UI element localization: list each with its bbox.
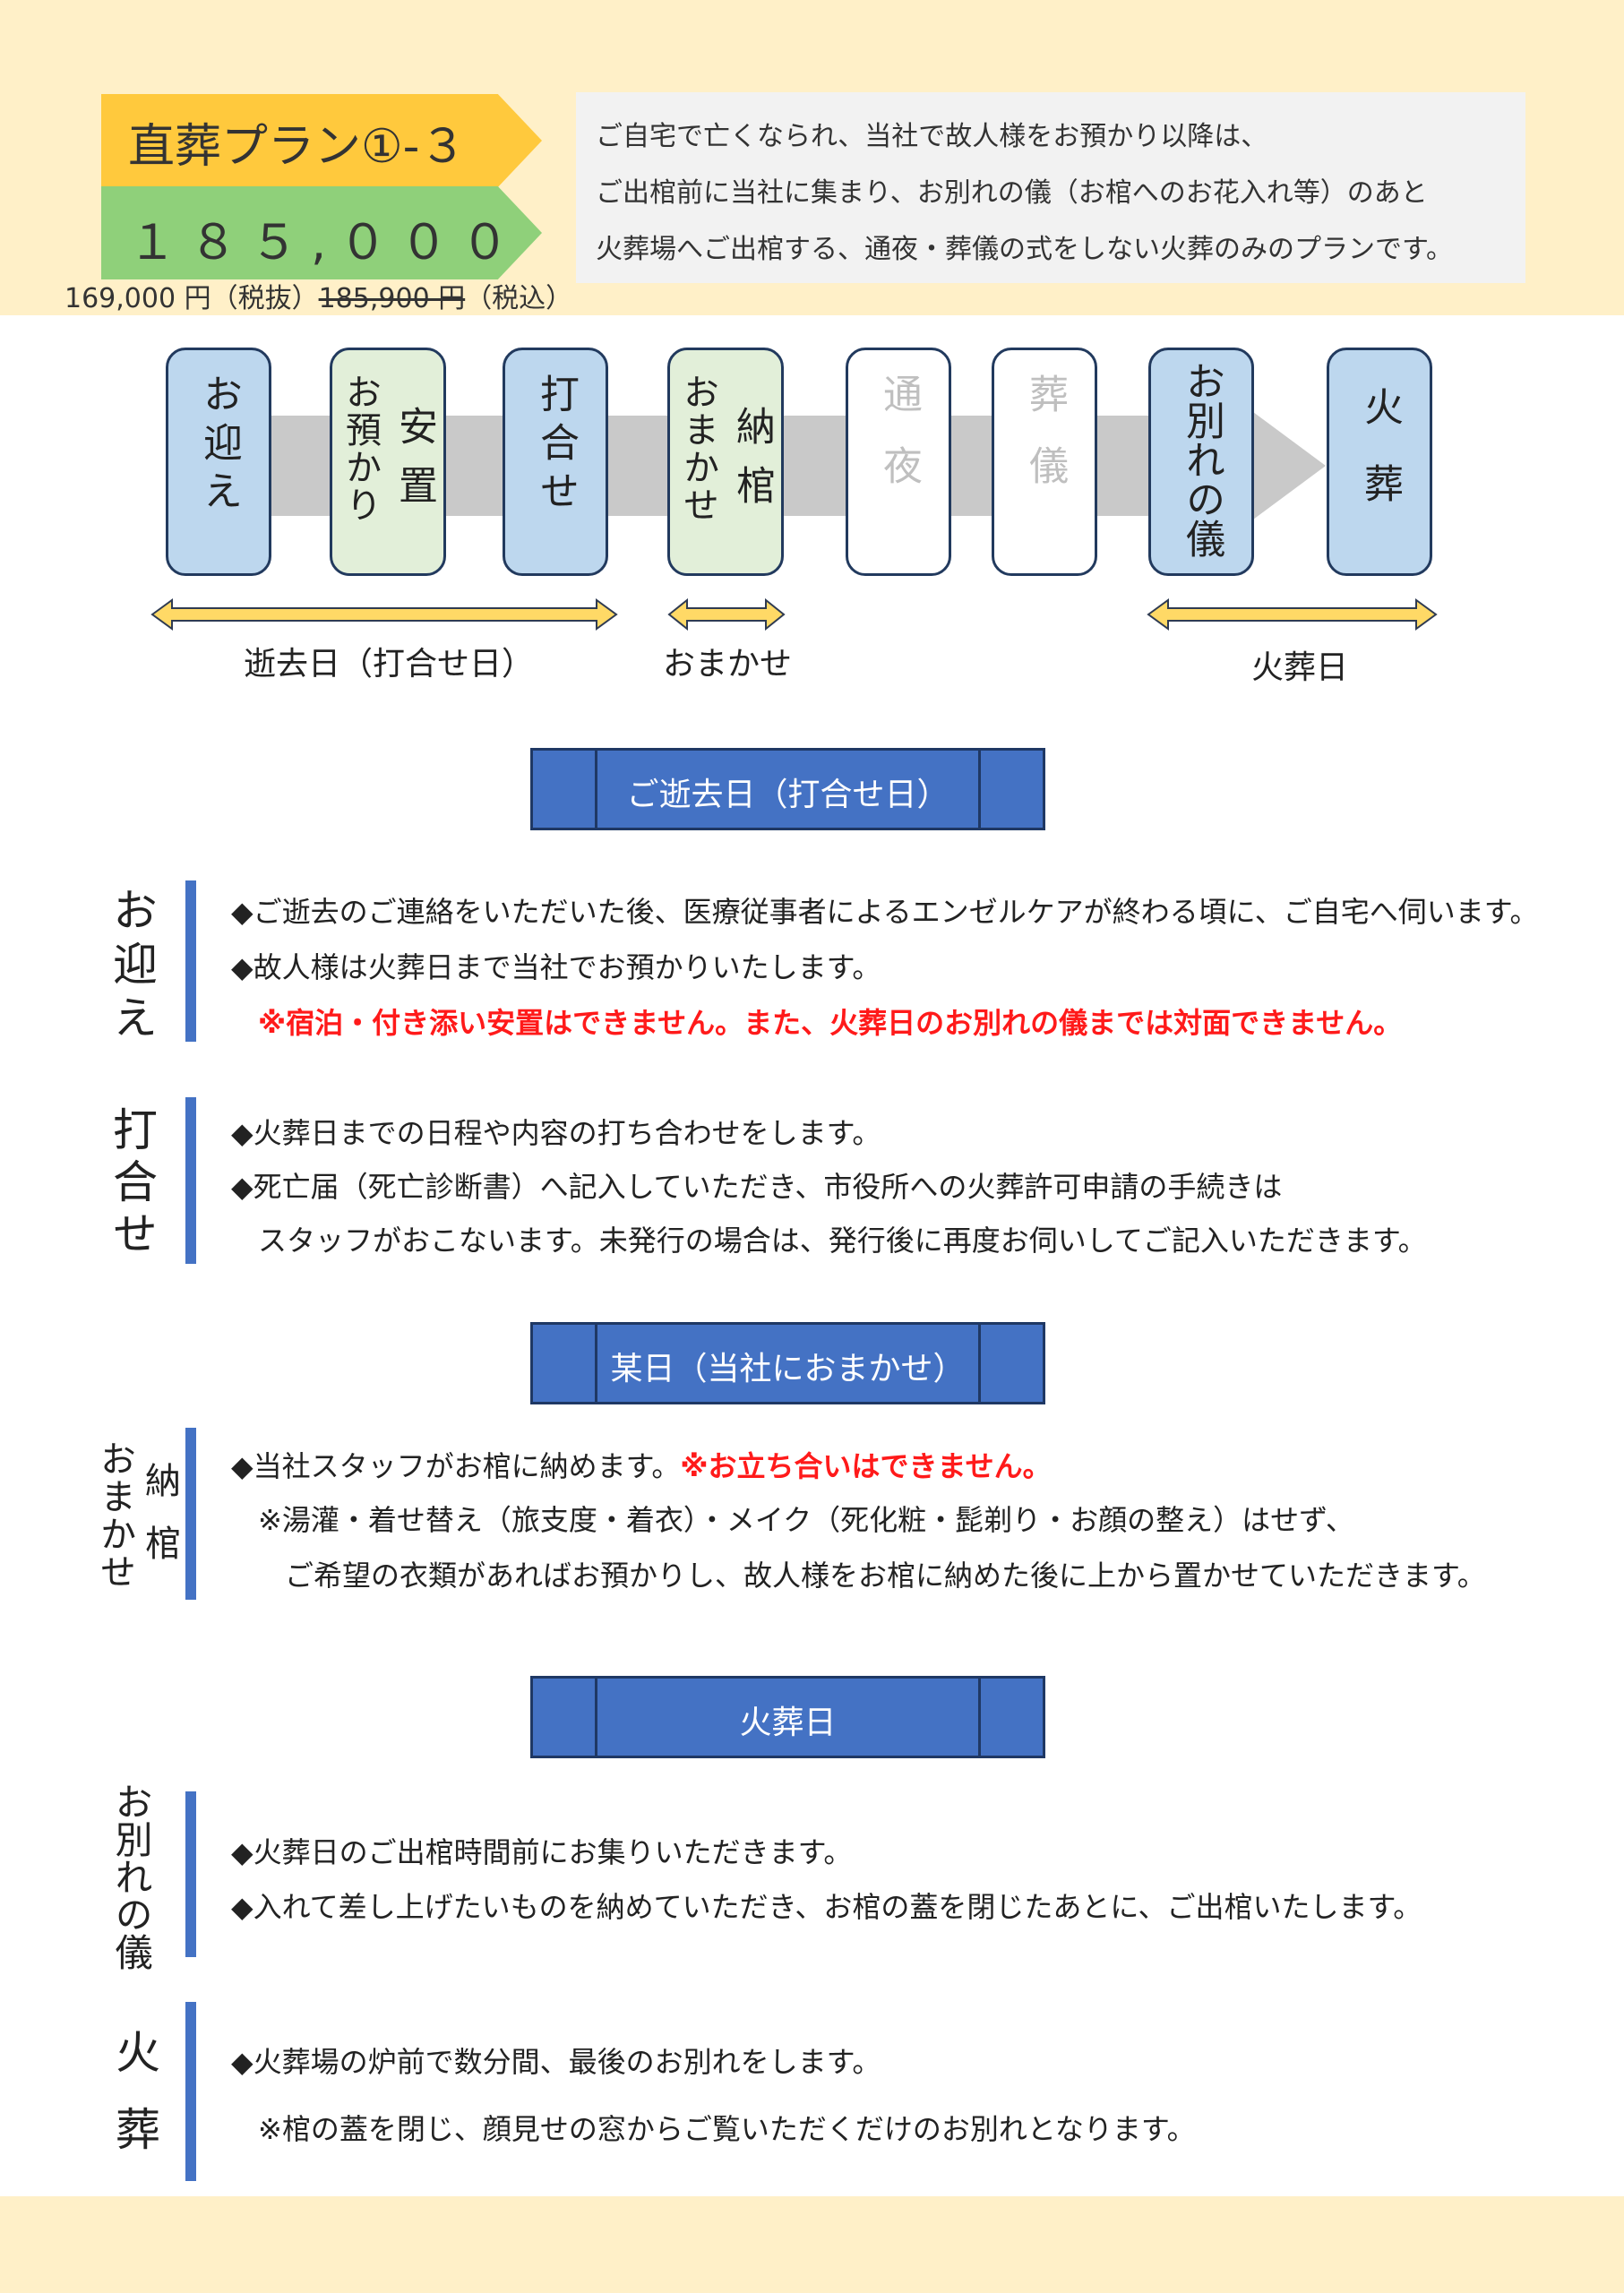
range-label-cremation: 火葬日 [1251, 649, 1349, 686]
plan-title-banner: 直葬プラン①-３ [101, 94, 542, 187]
notice-red: ※宿泊・付き添い安置はできません。また、火葬日のお別れの儀までは対面できません。 [258, 1006, 1403, 1040]
range-label-omakase: おまかせ [663, 646, 793, 683]
block-line: ◆死亡届（死亡診断書）へ記入していただき、市役所への火葬許可申請の手続きは [231, 1170, 1283, 1204]
block-label-kaso: 火葬 [108, 2029, 160, 2183]
block-label-uchiawase: 打合せ [106, 1106, 158, 1262]
step-nokan: 納棺 おまかせ [667, 348, 784, 576]
step-omukae: お迎え [166, 348, 271, 576]
price-ex-tax: 169,000 円（税抜） [64, 283, 319, 314]
step-label: 葬儀 [1022, 374, 1068, 517]
range-arrow-omakase [667, 598, 786, 631]
block-bar [185, 1097, 196, 1264]
range-arrow-deathday [150, 598, 618, 631]
step-label: 安置 [391, 406, 437, 524]
step-label: 火葬 [1357, 386, 1403, 540]
section-header-text: 某日（当社におまかせ） [610, 1351, 966, 1387]
step-label: おまかせ [677, 374, 718, 524]
block-line: ご希望の衣類があればお預かりし、故人様をお棺に納めた後に上から置かせていただきま… [285, 1559, 1486, 1593]
step-label: お預かり [339, 374, 381, 524]
block-bar [185, 1791, 196, 1957]
section-header-text: 火葬日 [739, 1705, 837, 1741]
block-label-owakare: お別れの儀 [109, 1782, 153, 1971]
block-bar [185, 2002, 196, 2181]
price-tax-in: （税込） [465, 283, 573, 314]
block-line: ※棺の蓋を閉じ、顔見せの窓からご覧いただくだけのお別れとなります。 [258, 2112, 1196, 2146]
range-arrow-cremation [1147, 598, 1438, 631]
section-header-someday: 某日（当社におまかせ） [530, 1322, 1045, 1404]
section-header-text: ご逝去日（打合せ日） [626, 777, 949, 813]
block-line: ※湯灌・着せ替え（旅支度・着衣）・メイク（死化粧・髭剃り・お顔の整え）はせず、 [258, 1503, 1354, 1537]
step-anchi: 安置 お預かり [330, 348, 446, 576]
block-line: ◆当社スタッフがお棺に納めます。※お立ち合いはできません。 [231, 1444, 1052, 1485]
block-line: スタッフがおこないます。未発行の場合は、発行後に再度お伺いしてご記入いただきます… [258, 1224, 1427, 1258]
step-label: お別れの儀 [1179, 361, 1224, 558]
description-line: 火葬場へご出棺する、通夜・葬儀の式をしない火葬のみのプランです。 [596, 234, 1453, 265]
block-label-omukae: お迎え [106, 887, 158, 1048]
step-owakare: お別れの儀 [1148, 348, 1254, 576]
section-header-deathday: ご逝去日（打合せ日） [530, 748, 1045, 830]
step-label: 通夜 [876, 374, 922, 517]
block-line: ◆火葬日までの日程や内容の打ち合わせをします。 [231, 1116, 881, 1150]
block-line: ◆ご逝去のご連絡をいただいた後、医療従事者によるエンゼルケアが終わる頃に、ご自宅… [231, 895, 1539, 929]
block-label-nokan: 納棺 [139, 1462, 180, 1587]
block-bar [185, 880, 196, 1042]
block-line: ◆火葬場の炉前で数分間、最後のお別れをします。 [231, 2045, 881, 2079]
step-label: 納棺 [729, 406, 775, 524]
block-line: ◆故人様は火葬日まで当社でお預かりいたします。 [231, 950, 881, 984]
plan-title: 直葬プラン①-３ [128, 120, 467, 174]
notice-red: ※お立ち合いはできません。 [680, 1449, 1052, 1483]
block-line: ◆火葬日のご出棺時間前にお集りいただきます。 [231, 1835, 853, 1869]
description-line: ご自宅で亡くなられ、当社で故人様をお預かり以降は、 [596, 121, 1268, 152]
step-label: 打合せ [533, 374, 579, 519]
block-bar [185, 1428, 196, 1600]
line-main: ◆当社スタッフがお棺に納めます。 [231, 1449, 681, 1483]
price-old: 185,900 円 [318, 283, 466, 314]
step-kaso: 火葬 [1327, 348, 1432, 576]
step-uchiawase: 打合せ [503, 348, 608, 576]
range-label-deathday: 逝去日（打合せ日） [244, 646, 535, 683]
step-tsuya: 通夜 [846, 348, 951, 576]
block-line: ◆入れて差し上げたいものを納めていただき、お棺の蓋を閉じたあとに、ご出棺いたしま… [231, 1890, 1422, 1924]
description-line: ご出棺前に当社に集まり、お別れの儀（お棺へのお花入れ等）のあと [596, 177, 1428, 209]
price-detail: 169,000 円（税抜）185,900 円（税込） [64, 276, 572, 315]
bottom-band [0, 2196, 1624, 2293]
section-header-cremation: 火葬日 [530, 1676, 1045, 1758]
step-sogi: 葬儀 [992, 348, 1097, 576]
plan-description: ご自宅で亡くなられ、当社で故人様をお預かり以降は、 ご出棺前に当社に集まり、お別… [576, 92, 1525, 283]
block-label-omakase: おまかせ [94, 1440, 135, 1591]
step-label: お迎え [196, 374, 242, 519]
